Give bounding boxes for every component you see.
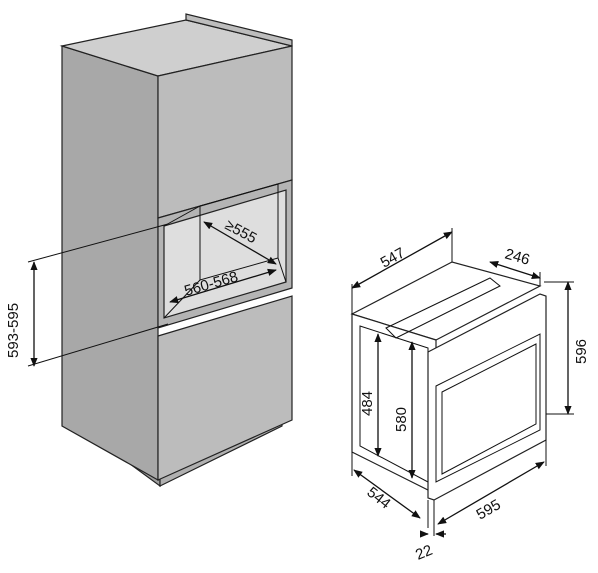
cabinet-top-edge	[185, 13, 293, 47]
tall-cabinet	[59, 13, 293, 488]
built-in-oven	[350, 261, 547, 501]
dim-oven-front-height: 596	[573, 339, 590, 364]
cabinet-side-panel	[61, 45, 159, 482]
oven-door-window	[441, 343, 537, 475]
dim-oven-depth-top: 547	[378, 244, 408, 271]
dim-niche-height: 593-595	[5, 303, 22, 358]
dim-oven-body-depth: 544	[364, 484, 394, 513]
dim-oven-body-height-inner: 484	[359, 391, 376, 416]
oven-control-strip	[385, 277, 501, 339]
dim-oven-panel-depth: 246	[503, 246, 532, 269]
oven-dimension-lines	[351, 228, 574, 538]
cabinet-dimension-lines	[27, 221, 277, 367]
oven-door-window-frame	[435, 333, 541, 483]
dim-oven-body-height: 580	[393, 407, 410, 432]
cabinet-lower-door	[157, 295, 293, 481]
dim-oven-front-thickness: 22	[413, 542, 435, 564]
